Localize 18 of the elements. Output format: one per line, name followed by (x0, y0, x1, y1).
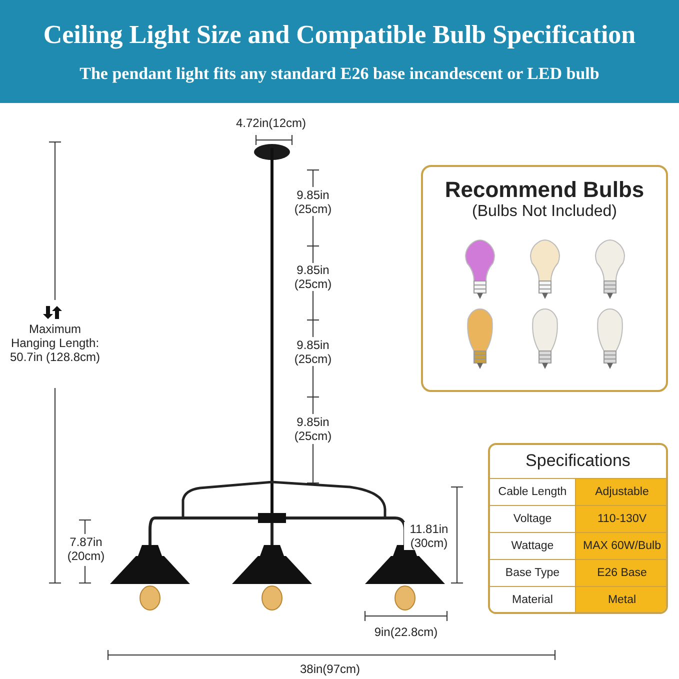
spec-label: Wattage (490, 532, 576, 559)
spec-table (488, 443, 668, 614)
bulb-panel (421, 165, 668, 392)
title: Ceiling Light Size and Compatible Bulb Specification (42, 20, 637, 50)
subtitle: The pendant light fits any standard E26 base incandescent or LED bulb (78, 64, 600, 84)
spec-label: Cable Length (490, 478, 576, 505)
spec-label: Base Type (490, 559, 576, 586)
panel-note: (Bulbs Not Included) (471, 203, 618, 221)
spec-value: Adjustable (576, 478, 666, 505)
panel-heading: Recommend Bulbs (444, 177, 646, 203)
dimension-label: Maximum Hanging Length: 50.7in (128.8cm) (8, 322, 102, 364)
spec-value: E26 Base (576, 559, 666, 586)
spec-value: 110-130V (576, 505, 666, 532)
spec-value: MAX 60W/Bulb (576, 532, 666, 559)
panel-heading: Specifications (524, 451, 632, 471)
spec-label: Material (490, 586, 576, 612)
spec-value: Metal (576, 586, 666, 612)
spec-label: Voltage (490, 505, 576, 532)
